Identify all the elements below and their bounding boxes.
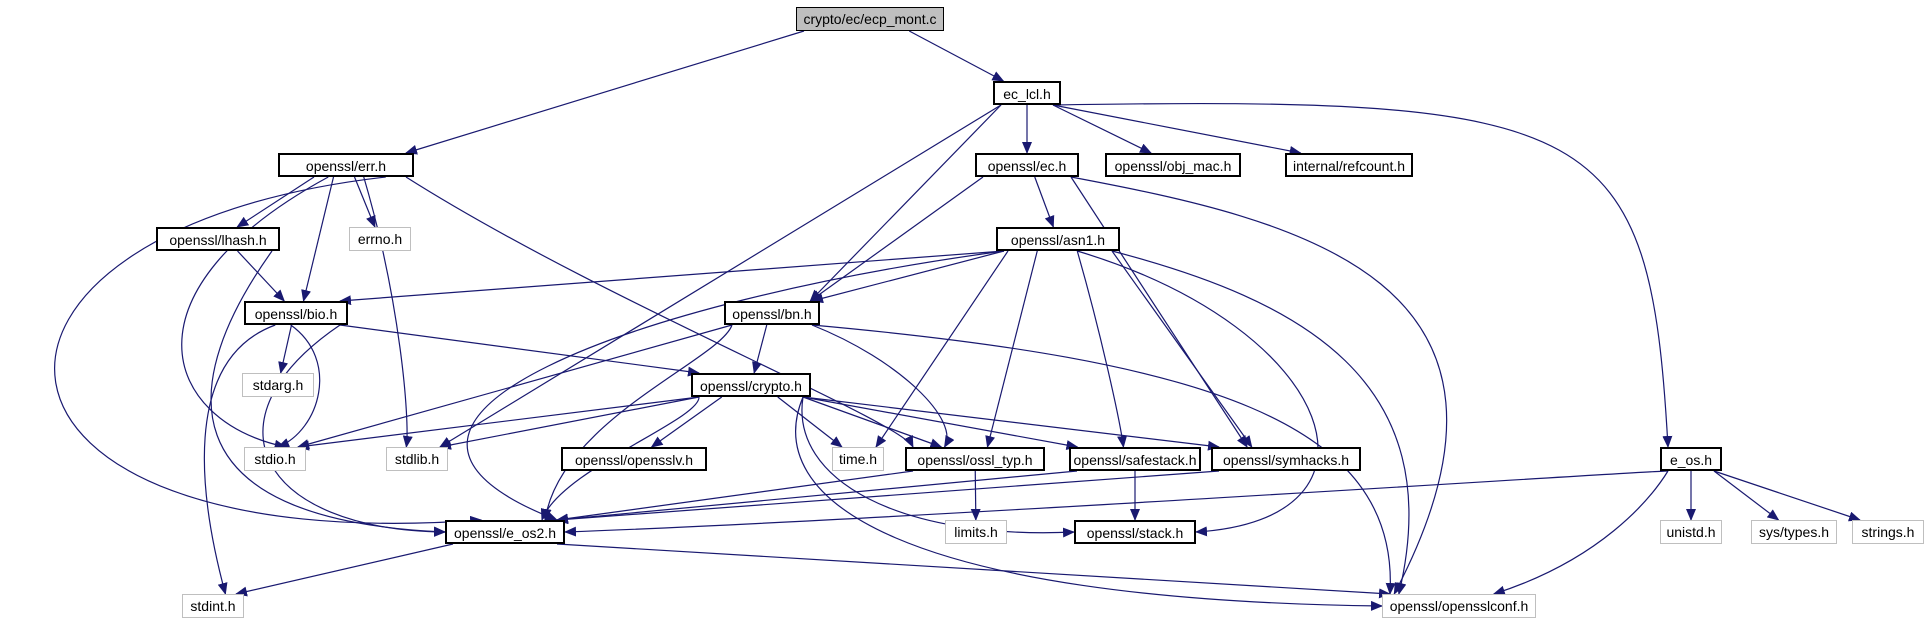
edge-bio-to-stdarg bbox=[278, 324, 293, 374]
node-obj_mac[interactable]: openssl/obj_mac.h bbox=[1105, 153, 1241, 177]
node-opensslv[interactable]: openssl/opensslv.h bbox=[561, 447, 707, 471]
edge-bn-to-e_os2 bbox=[541, 324, 733, 521]
edge-asn1-to-ossl_typ bbox=[985, 250, 1038, 448]
edge-crypto-to-stdlib bbox=[439, 396, 700, 450]
node-lhash[interactable]: openssl/lhash.h bbox=[156, 227, 280, 251]
node-strings: strings.h bbox=[1852, 520, 1924, 544]
node-root: crypto/ec/ecp_mont.c bbox=[796, 7, 944, 31]
edge-e_os-to-opensslconf bbox=[1492, 470, 1669, 596]
node-systypes: sys/types.h bbox=[1751, 520, 1837, 544]
edge-e_os2-to-opensslconf bbox=[556, 543, 1391, 599]
node-bio[interactable]: openssl/bio.h bbox=[244, 301, 348, 325]
edge-crypto-to-stdio bbox=[297, 396, 700, 451]
edge-symhacks-to-e_os2 bbox=[556, 470, 1220, 525]
edge-layer bbox=[54, 30, 1861, 611]
edge-bio-to-e_os2 bbox=[262, 324, 446, 537]
node-ossl_typ[interactable]: openssl/ossl_typ.h bbox=[905, 447, 1045, 471]
node-opensslconf: openssl/opensslconf.h bbox=[1382, 594, 1536, 618]
edge-root-to-err bbox=[405, 30, 805, 155]
edge-ec-to-opensslconf bbox=[1070, 176, 1448, 595]
edge-asn1-to-e_os2 bbox=[466, 250, 1005, 521]
edge-bio-to-crypto bbox=[339, 324, 700, 377]
edge-crypto-to-ossl_typ bbox=[802, 396, 943, 448]
node-stdio: stdio.h bbox=[244, 447, 306, 471]
edge-ossl_typ-to-e_os2 bbox=[556, 470, 914, 524]
edge-err-to-lhash bbox=[236, 176, 315, 228]
node-e_os2[interactable]: openssl/e_os2.h bbox=[445, 520, 565, 544]
edge-e_os-to-strings bbox=[1713, 470, 1861, 522]
edge-safestack-to-e_os2 bbox=[556, 470, 1078, 524]
edge-asn1-to-safestack bbox=[1076, 250, 1128, 448]
edge-crypto-to-opensslconf bbox=[795, 396, 1383, 611]
node-safestack[interactable]: openssl/safestack.h bbox=[1069, 447, 1201, 471]
node-bn[interactable]: openssl/bn.h bbox=[724, 301, 820, 325]
node-crypto[interactable]: openssl/crypto.h bbox=[691, 373, 811, 397]
edge-bio-to-stdint bbox=[203, 324, 276, 595]
edge-asn1-to-symhacks bbox=[1111, 250, 1253, 448]
edge-bn-to-ossl_typ bbox=[811, 324, 955, 448]
node-e_os[interactable]: e_os.h bbox=[1660, 447, 1722, 471]
edge-bio-to-stdio bbox=[277, 324, 321, 448]
node-ec[interactable]: openssl/ec.h bbox=[975, 153, 1079, 177]
edge-err-to-bio bbox=[301, 176, 335, 302]
node-errno: errno.h bbox=[349, 227, 411, 251]
edge-asn1-to-stack bbox=[1077, 250, 1319, 537]
edge-ec_lcl-to-e_os bbox=[1052, 102, 1673, 448]
node-err[interactable]: openssl/err.h bbox=[278, 153, 414, 177]
node-asn1[interactable]: openssl/asn1.h bbox=[996, 227, 1120, 251]
edge-err-to-e_os2 bbox=[54, 176, 483, 526]
edge-ec-to-symhacks bbox=[1070, 176, 1248, 448]
edge-root-to-ec_lcl bbox=[908, 30, 1005, 82]
edge-bn-to-crypto bbox=[752, 324, 768, 374]
edge-err-to-errno bbox=[353, 176, 376, 228]
edge-err-to-stdlib bbox=[363, 176, 413, 448]
edge-asn1-to-bn bbox=[811, 250, 1005, 304]
edge-lhash-to-e_os2 bbox=[210, 250, 446, 537]
edge-e_os-to-systypes bbox=[1713, 470, 1780, 521]
edge-e_os-to-e_os2 bbox=[564, 470, 1669, 537]
edge-ec_lcl-to-bn bbox=[809, 104, 1002, 302]
node-time: time.h bbox=[832, 447, 884, 471]
edge-ossl_typ-to-limits bbox=[970, 470, 981, 521]
edge-bn-to-stdio bbox=[297, 324, 733, 449]
edge-asn1-to-time bbox=[875, 250, 1009, 448]
edge-bn-to-opensslconf bbox=[811, 324, 1396, 595]
node-unistd: unistd.h bbox=[1660, 520, 1722, 544]
node-stdarg: stdarg.h bbox=[242, 373, 314, 397]
edge-err-to-ossl_typ bbox=[405, 176, 914, 448]
edge-crypto-to-symhacks bbox=[802, 396, 1220, 451]
node-symhacks[interactable]: openssl/symhacks.h bbox=[1211, 447, 1361, 471]
edge-crypto-to-safestack bbox=[802, 396, 1079, 450]
node-stdlib: stdlib.h bbox=[386, 447, 448, 471]
edge-ec-to-bn bbox=[809, 176, 984, 302]
edge-lhash-to-bio bbox=[237, 250, 285, 302]
node-limits: limits.h bbox=[945, 520, 1007, 544]
edge-ec_lcl-to-refcount bbox=[1052, 104, 1302, 156]
edge-e_os2-to-stdint bbox=[235, 543, 454, 597]
node-stdint: stdint.h bbox=[182, 594, 244, 618]
node-ec_lcl[interactable]: ec_lcl.h bbox=[993, 81, 1061, 105]
node-refcount[interactable]: internal/refcount.h bbox=[1285, 153, 1413, 177]
edge-err-to-stdio bbox=[181, 176, 329, 450]
edge-crypto-to-stack bbox=[801, 396, 1075, 538]
edge-crypto-to-time bbox=[777, 396, 843, 448]
edge-ec_lcl-to-stdlib bbox=[439, 104, 1002, 448]
node-stack[interactable]: openssl/stack.h bbox=[1074, 520, 1196, 544]
edge-asn1-to-opensslconf bbox=[1111, 250, 1410, 595]
edge-ec-to-asn1 bbox=[1034, 176, 1055, 228]
edge-ec_lcl-to-obj_mac bbox=[1052, 104, 1152, 154]
edge-asn1-to-bio bbox=[339, 250, 1005, 306]
edge-crypto-to-opensslv bbox=[650, 396, 723, 448]
